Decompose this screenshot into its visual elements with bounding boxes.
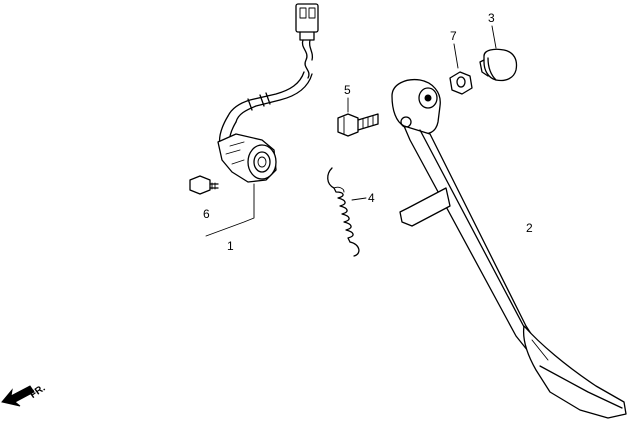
return-spring-icon xyxy=(327,167,360,257)
callout-part-5: 5 xyxy=(344,83,351,97)
callout-part-7: 7 xyxy=(450,29,457,43)
side-stand-bar-icon xyxy=(391,78,627,419)
callout-part-1: 1 xyxy=(227,239,234,253)
leader-4 xyxy=(351,197,367,201)
leader-3 xyxy=(491,25,497,49)
rubber-cap-icon xyxy=(479,48,518,82)
callout-part-6: 6 xyxy=(203,207,210,221)
side-stand-switch-icon xyxy=(205,3,319,237)
lock-nut-icon xyxy=(449,71,473,95)
leader-7 xyxy=(453,43,459,69)
callout-part-3: 3 xyxy=(488,11,495,25)
pivot-bolt-icon xyxy=(337,113,379,137)
callout-part-2: 2 xyxy=(526,221,533,235)
front-direction-arrow-icon xyxy=(1,385,35,407)
screw-icon xyxy=(189,175,219,195)
callout-part-4: 4 xyxy=(368,191,375,205)
